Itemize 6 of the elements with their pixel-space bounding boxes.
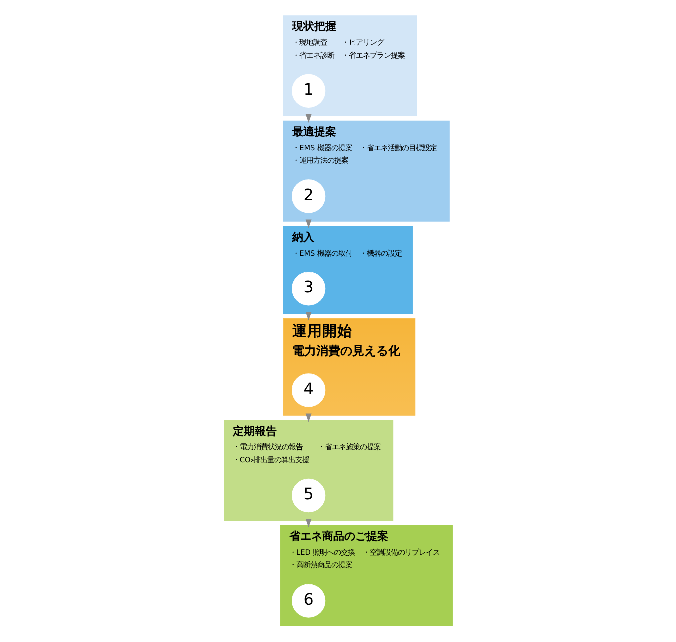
node-circle: 4 xyxy=(291,374,326,408)
node-circle: 1 xyxy=(291,74,326,108)
node-circle: 5 xyxy=(291,478,326,513)
node-circle: 2 xyxy=(291,180,326,214)
node-circle: 3 xyxy=(291,272,326,306)
node-circle: 6 xyxy=(291,584,326,618)
